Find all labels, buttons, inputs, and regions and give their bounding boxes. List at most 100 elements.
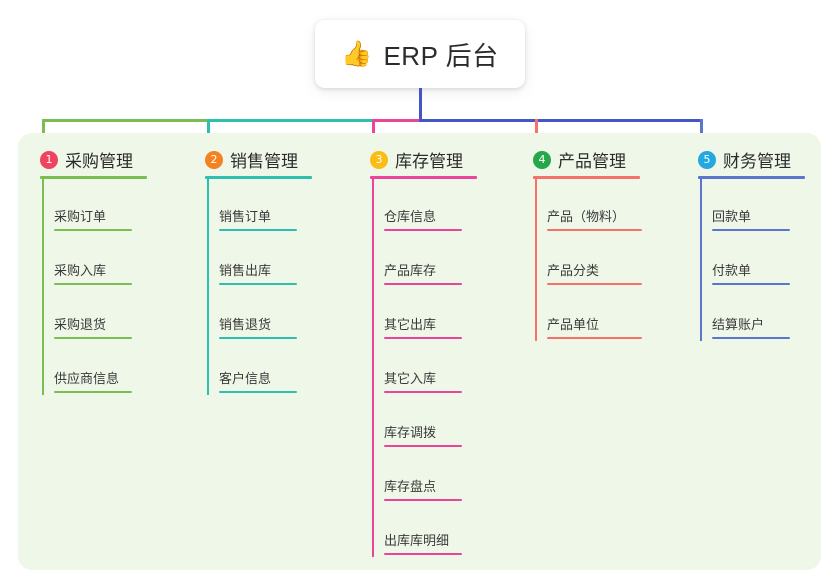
branch-drop-line-5: [700, 119, 703, 143]
branch-header-label-2: 销售管理: [230, 152, 298, 171]
branch-header-1[interactable]: 1 采购管理: [40, 147, 133, 172]
leaf-node[interactable]: 产品分类: [547, 255, 642, 285]
branch-spine-2: [207, 179, 209, 395]
leaf-rule: [219, 229, 297, 231]
leaf-node[interactable]: 付款单: [712, 255, 790, 285]
branch-spine-4: [535, 179, 537, 341]
root-node[interactable]: 👍 ERP 后台: [315, 20, 525, 88]
leaf-node[interactable]: 采购订单: [54, 201, 132, 231]
leaf-label: 结算账户: [712, 317, 765, 332]
branch-drop-line-3: [372, 119, 375, 143]
leaf-rule: [547, 229, 642, 231]
branch-header-label-4: 产品管理: [558, 152, 626, 171]
branch-number-badge-1: 1: [40, 150, 58, 169]
leaf-rule: [547, 283, 642, 285]
thumbs-up-icon: 👍: [341, 39, 373, 68]
leaf-rule: [384, 553, 462, 555]
leaf-rule: [219, 337, 297, 339]
leaf-rule: [384, 229, 462, 231]
leaf-rule: [712, 283, 790, 285]
leaf-label: 其它出库: [384, 317, 437, 332]
branch-drop-line-2: [207, 119, 210, 143]
branch-drop-line-4: [535, 119, 538, 143]
leaf-node[interactable]: 供应商信息: [54, 363, 132, 393]
branch-number-badge-3: 3: [370, 150, 388, 169]
leaf-label: 库存盘点: [384, 479, 437, 494]
leaf-rule: [712, 337, 790, 339]
leaf-label: 仓库信息: [384, 209, 437, 224]
leaf-rule: [54, 283, 132, 285]
leaf-rule: [547, 337, 642, 339]
leaf-label: 产品分类: [547, 263, 600, 278]
leaf-label: 销售出库: [219, 263, 272, 278]
leaf-node[interactable]: 销售退货: [219, 309, 297, 339]
leaf-rule: [54, 391, 132, 393]
branch-header-label-3: 库存管理: [395, 152, 463, 171]
leaf-label: 付款单: [712, 263, 752, 278]
leaf-node[interactable]: 采购入库: [54, 255, 132, 285]
leaf-rule: [54, 229, 132, 231]
leaf-node[interactable]: 其它出库: [384, 309, 462, 339]
leaf-rule: [219, 391, 297, 393]
leaf-node[interactable]: 销售订单: [219, 201, 297, 231]
leaf-rule: [384, 445, 462, 447]
leaf-label: 销售订单: [219, 209, 272, 224]
branch-header-label-1: 采购管理: [65, 152, 133, 171]
leaf-node[interactable]: 出库库明细: [384, 525, 462, 555]
leaf-rule: [219, 283, 297, 285]
branch-header-5[interactable]: 5 财务管理: [698, 147, 791, 172]
leaf-node[interactable]: 采购退货: [54, 309, 132, 339]
leaf-node[interactable]: 回款单: [712, 201, 790, 231]
distribution-bar-segment-4: [419, 119, 702, 122]
branch-spine-5: [700, 179, 702, 341]
distribution-bar-segment-2: [207, 119, 374, 122]
leaf-node[interactable]: 其它入库: [384, 363, 462, 393]
leaf-node[interactable]: 结算账户: [712, 309, 790, 339]
root-node-title: ERP 后台: [383, 40, 499, 71]
leaf-label: 供应商信息: [54, 371, 120, 386]
leaf-label: 销售退货: [219, 317, 272, 332]
branch-header-rule-1: [40, 176, 147, 179]
branch-number-badge-4: 4: [533, 150, 551, 169]
leaf-label: 出库库明细: [384, 533, 450, 548]
leaf-node[interactable]: 库存调拨: [384, 417, 462, 447]
branch-header-label-5: 财务管理: [723, 152, 791, 171]
branch-header-rule-3: [370, 176, 477, 179]
leaf-label: 回款单: [712, 209, 752, 224]
branch-header-4[interactable]: 4 产品管理: [533, 147, 626, 172]
leaf-rule: [384, 337, 462, 339]
branch-drop-line-1: [42, 119, 45, 143]
leaf-rule: [54, 337, 132, 339]
leaf-rule: [384, 499, 462, 501]
branch-header-rule-5: [698, 176, 805, 179]
leaf-node[interactable]: 产品库存: [384, 255, 462, 285]
leaf-label: 库存调拨: [384, 425, 437, 440]
leaf-label: 产品库存: [384, 263, 437, 278]
branch-number-badge-5: 5: [698, 150, 716, 169]
leaf-label: 客户信息: [219, 371, 272, 386]
distribution-bar-segment-1: [42, 119, 209, 122]
leaf-label: 采购订单: [54, 209, 107, 224]
branches-panel: [18, 133, 821, 570]
root-node-content: 👍 ERP 后台: [341, 36, 498, 73]
leaf-rule: [384, 283, 462, 285]
leaf-node[interactable]: 产品单位: [547, 309, 642, 339]
branch-header-3[interactable]: 3 库存管理: [370, 147, 463, 172]
leaf-node[interactable]: 仓库信息: [384, 201, 462, 231]
leaf-rule: [384, 391, 462, 393]
leaf-label: 其它入库: [384, 371, 437, 386]
branch-spine-3: [372, 179, 374, 557]
leaf-node[interactable]: 客户信息: [219, 363, 297, 393]
leaf-node[interactable]: 库存盘点: [384, 471, 462, 501]
branch-header-rule-2: [205, 176, 312, 179]
distribution-bar-segment-3: [372, 119, 421, 122]
leaf-label: 采购退货: [54, 317, 107, 332]
leaf-label: 产品单位: [547, 317, 600, 332]
leaf-label: 采购入库: [54, 263, 107, 278]
leaf-rule: [712, 229, 790, 231]
leaf-node[interactable]: 销售出库: [219, 255, 297, 285]
leaf-node[interactable]: 产品（物料）: [547, 201, 642, 231]
root-drop-line: [419, 88, 422, 119]
